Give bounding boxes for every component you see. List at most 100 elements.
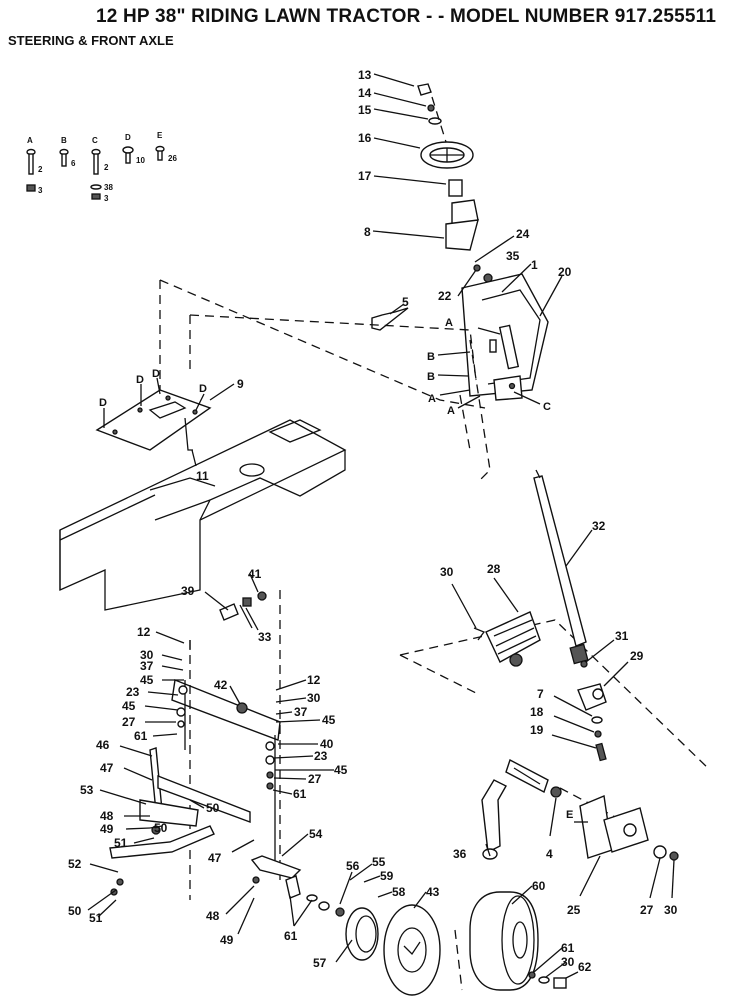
letter-b-1: B [427, 351, 435, 363]
callout-56: 56 [346, 859, 360, 873]
callout-27-right: 27 [308, 772, 322, 786]
axle-bracket [579, 795, 679, 861]
floor-plate [95, 389, 212, 451]
callout-53: 53 [80, 783, 94, 797]
callout-1: 1 [531, 258, 538, 272]
bolt-b-icon [59, 148, 69, 167]
callout-33: 33 [258, 630, 272, 644]
wheel-retainer-hardware [528, 971, 567, 989]
callout-60: 60 [532, 879, 546, 893]
callout-9: 9 [237, 377, 244, 391]
upper-hardware [219, 591, 267, 629]
callout-18: 18 [530, 705, 544, 719]
bolt-d-icon [122, 146, 134, 164]
callout-39: 39 [181, 584, 195, 598]
hw-qty-c-nut: 3 [104, 194, 109, 203]
callout-49-upper: 49 [100, 822, 114, 836]
callout-58: 58 [392, 885, 406, 899]
part-number-callouts: 13 14 15 16 17 8 24 35 1 20 22 5 9 11 32… [68, 68, 678, 974]
hw-letter-c: C [92, 136, 98, 145]
steering-column-parts [371, 83, 493, 331]
steering-adapter [448, 179, 463, 197]
letter-c-1: C [543, 401, 551, 413]
frame-rail [59, 419, 347, 611]
letter-d-4: D [199, 383, 207, 395]
callout-11: 11 [196, 469, 209, 483]
callout-59: 59 [380, 869, 394, 883]
hw-qty-e: 26 [168, 154, 177, 163]
callout-28: 28 [487, 562, 501, 576]
callout-32: 32 [592, 519, 606, 533]
front-tire [454, 891, 539, 991]
callout-45-left-upper: 45 [140, 673, 154, 687]
callout-51-upper: 51 [114, 836, 128, 850]
callout-50-lower: 50 [68, 904, 82, 918]
callout-57: 57 [313, 956, 327, 970]
pinion-assembly [577, 660, 607, 762]
callout-37-right: 37 [294, 705, 308, 719]
leader-lines [87, 73, 675, 979]
hw-qty-c-washer: 38 [104, 183, 113, 192]
letter-a-1: A [445, 317, 453, 329]
callout-54: 54 [309, 827, 323, 841]
callout-49-lower: 49 [220, 933, 234, 947]
callout-61-wheel: 61 [561, 941, 575, 955]
callout-13: 13 [358, 68, 372, 82]
callout-23-left: 23 [126, 685, 140, 699]
callout-52: 52 [68, 857, 82, 871]
letter-a-3: A [447, 405, 455, 417]
callout-61-right: 61 [293, 787, 307, 801]
callout-45-left-lower: 45 [122, 699, 136, 713]
callout-46: 46 [96, 738, 110, 752]
callout-45-right-upper: 45 [322, 713, 336, 727]
steering-sector-gear [473, 611, 541, 667]
callout-43: 43 [426, 885, 440, 899]
callout-36: 36 [453, 847, 467, 861]
callout-61-left: 61 [134, 729, 148, 743]
page-title: 12 HP 38" RIDING LAWN TRACTOR - - MODEL … [96, 6, 717, 27]
hardware-letter-callouts: A B B A A C D D D D E [99, 317, 573, 821]
callout-50-right: 50 [206, 801, 220, 815]
callout-35: 35 [506, 249, 520, 263]
drag-link [533, 469, 589, 665]
callout-51-lower: 51 [89, 911, 103, 925]
steering-tower-cover [445, 219, 479, 251]
callout-48-upper: 48 [100, 809, 114, 823]
hardware-key: A B C D E 2 3 6 2 38 3 10 [26, 131, 177, 203]
callout-45-right-lower: 45 [334, 763, 348, 777]
steering-cap [417, 83, 432, 96]
hw-letter-e: E [157, 131, 163, 140]
callout-30-wheel: 30 [561, 955, 575, 969]
tie-rod [109, 747, 251, 896]
callout-22: 22 [438, 289, 452, 303]
hub-and-wheel [345, 904, 441, 996]
page-subtitle: STEERING & FRONT AXLE [8, 33, 174, 48]
letter-d-1: D [99, 397, 107, 409]
assembly-dashed-guides [159, 279, 711, 831]
bolt-e-icon [155, 145, 165, 161]
letter-e-1: E [566, 809, 573, 821]
callout-37-left: 37 [140, 659, 154, 673]
hw-letter-b: B [61, 136, 67, 145]
hw-qty-b: 6 [71, 159, 76, 168]
callout-61-hub: 61 [284, 929, 298, 943]
callout-48-lower: 48 [206, 909, 220, 923]
callout-23-right: 23 [314, 749, 328, 763]
steering-bracket-5 [371, 307, 409, 331]
callout-30-bracket: 30 [664, 903, 678, 917]
callout-31: 31 [615, 629, 629, 643]
hw-qty-a-nut: 3 [38, 186, 43, 195]
bolt-a-icon [26, 148, 36, 192]
callout-42: 42 [214, 678, 228, 692]
callout-40: 40 [320, 737, 334, 751]
front-axle [171, 590, 281, 900]
dash-panel [461, 273, 549, 401]
bolt-c-icon [90, 148, 102, 200]
callout-41: 41 [248, 567, 262, 581]
callout-5: 5 [402, 295, 409, 309]
callout-15: 15 [358, 103, 372, 117]
callout-8: 8 [364, 225, 371, 239]
callout-16: 16 [358, 131, 372, 145]
hw-letter-d: D [125, 133, 131, 142]
